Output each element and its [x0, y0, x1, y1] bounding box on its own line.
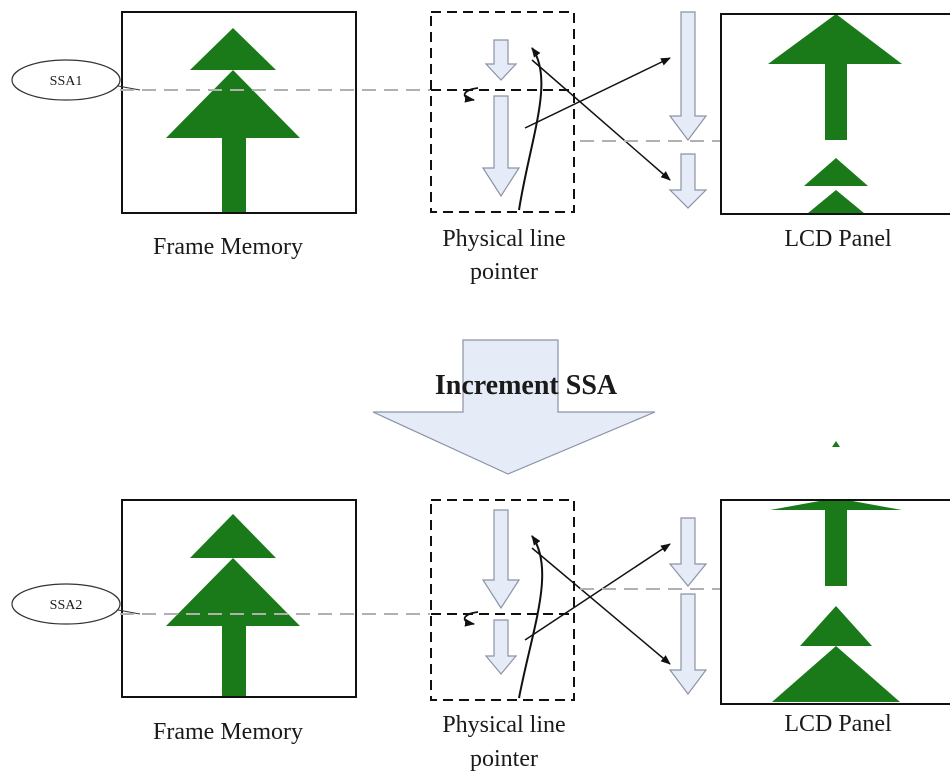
lcd-panel-label: LCD Panel — [784, 711, 892, 737]
tree-icon — [166, 514, 300, 696]
frame-memory-label: Frame Memory — [153, 719, 303, 745]
cross-arrow-up — [524, 543, 671, 641]
small-curl-arrow — [463, 611, 479, 627]
ssa2-ellipse — [11, 583, 121, 625]
frame-memory-label: Frame Memory — [153, 234, 303, 260]
tree-icon — [166, 28, 300, 212]
ssa1-leader — [117, 85, 141, 91]
down-arrow-icon — [481, 39, 521, 198]
pointer-label-line2: pointer — [470, 259, 538, 285]
ssa1-ellipse — [11, 59, 121, 101]
cross-arrow-down — [531, 547, 671, 665]
cross-arrow-down — [531, 59, 671, 181]
down-arrow-icon — [668, 11, 708, 209]
pointer-label-line1: Physical line — [442, 712, 565, 738]
pointer-box — [430, 499, 575, 701]
ssa2-label: SSA2 — [50, 598, 83, 613]
ssa1-label: SSA1 — [50, 74, 83, 89]
pointer-box — [430, 11, 575, 213]
small-curl-arrow — [463, 87, 479, 103]
down-arrow-icon — [668, 517, 708, 695]
top-section: SSA1 — [11, 11, 950, 285]
down-arrow-icon — [481, 509, 521, 675]
wrap-arrow — [518, 47, 543, 211]
increment-ssa-arrow: Increment SSA — [372, 339, 656, 475]
bottom-section: SSA2 Frame Memory — [11, 499, 950, 772]
ssa2-leader — [117, 609, 141, 615]
cross-arrow-up — [524, 57, 671, 129]
lcd-panel-label: LCD Panel — [784, 226, 892, 252]
increment-ssa-label: Increment SSA — [435, 370, 618, 401]
tree-icon — [770, 500, 902, 702]
tree-icon — [768, 14, 902, 214]
pointer-label-line1: Physical line — [442, 226, 565, 252]
lcd-panel-content — [721, 14, 950, 214]
lcd-panel-box — [720, 13, 950, 215]
wrap-arrow — [518, 535, 544, 699]
pointer-label-line2: pointer — [470, 746, 538, 772]
lcd-panel-box — [720, 499, 950, 705]
stray-mark — [832, 441, 840, 447]
lcd-panel-content — [721, 500, 950, 704]
